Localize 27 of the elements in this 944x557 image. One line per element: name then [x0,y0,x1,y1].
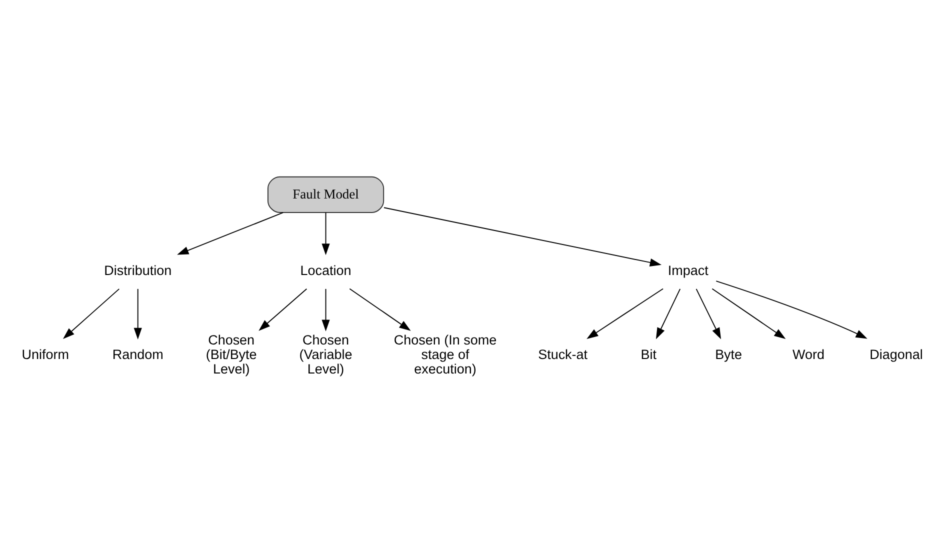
arrow [586,288,664,338]
node-text: Uniform [22,346,69,362]
arrow [62,288,120,338]
arrow [134,288,142,339]
arrow [716,280,868,338]
node-text: Distribution [104,262,172,278]
node-box: Fault Model [267,176,384,212]
node-text: Chosen (Variable Level) [299,332,352,376]
arrow [696,288,722,339]
arrow [384,206,662,266]
arrow [177,212,284,254]
node-text: Byte [715,346,742,362]
arrow [258,288,308,330]
arrow [712,288,786,339]
arrow [322,212,330,255]
node-text: Diagonal [870,346,923,362]
node-text: Location [300,262,352,278]
node-text: Stuck-at [538,346,588,362]
node-text: Word [792,346,825,362]
node-text: Impact [668,262,708,278]
node-text: Chosen (In some stage of execution) [394,332,497,376]
arrow [349,288,411,330]
node-text: Random [112,346,164,362]
arrow [322,288,330,331]
node-text: Chosen (Bit/Byte Level) [206,332,257,376]
arrow [656,288,681,339]
node-text: Bit [640,346,656,362]
